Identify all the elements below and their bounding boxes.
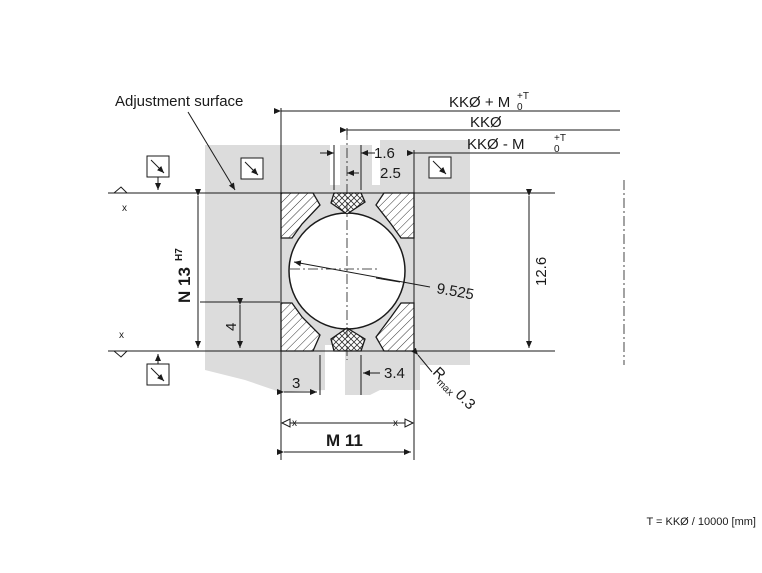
radius-val: 0.3 bbox=[452, 386, 479, 413]
dim-3-label: 3 bbox=[292, 375, 300, 392]
kk-minus-label: KKØ - M bbox=[467, 136, 525, 153]
spacer-bottom bbox=[330, 327, 366, 352]
thread-label: M 11 bbox=[326, 431, 363, 450]
dim-2-5-label: 2.5 bbox=[380, 165, 401, 182]
diameter-leader-2 bbox=[375, 277, 401, 283]
dim-9-525-label: 9.525 bbox=[435, 280, 475, 303]
datum-x-left: x bbox=[292, 418, 297, 429]
kk-minus-sub: 0 bbox=[554, 144, 560, 155]
kk-minus-sup: +T bbox=[554, 133, 566, 144]
dim-12-6-label: 12.6 bbox=[533, 257, 550, 286]
datum-x-bottom: x bbox=[119, 330, 124, 341]
runout-boxes bbox=[146, 155, 452, 386]
datum-x-right: x bbox=[393, 418, 398, 429]
top-dimensions bbox=[274, 108, 620, 176]
centerlines bbox=[290, 130, 625, 365]
datum-x-top: x bbox=[122, 203, 127, 214]
spacer-top bbox=[330, 192, 366, 215]
kk-plus-label: KKØ + M bbox=[449, 94, 510, 111]
dim-3-4-label: 3.4 bbox=[384, 365, 405, 382]
kk-plus-sub: 0 bbox=[517, 102, 523, 113]
bottom-dimensions bbox=[277, 347, 433, 455]
footer-formula: T = KKØ / 10000 [mm] bbox=[646, 516, 756, 528]
datum-marks bbox=[112, 186, 415, 428]
dim-1-6-label: 1.6 bbox=[374, 145, 395, 162]
adjustment-leader bbox=[187, 111, 236, 191]
kk-plus-sup: +T bbox=[517, 91, 529, 102]
diameter-leader bbox=[293, 260, 431, 288]
kk-label: KKØ bbox=[470, 114, 502, 131]
adjustment-surface-label: Adjustment surface bbox=[115, 93, 243, 110]
bore-main-label: N 13 bbox=[175, 267, 194, 303]
bore-label: N 13 H7 bbox=[174, 248, 194, 303]
bore-sup-label: H7 bbox=[174, 248, 185, 261]
radius-label: R max 0.3 bbox=[429, 364, 479, 413]
dim-4-label: 4 bbox=[223, 323, 240, 331]
